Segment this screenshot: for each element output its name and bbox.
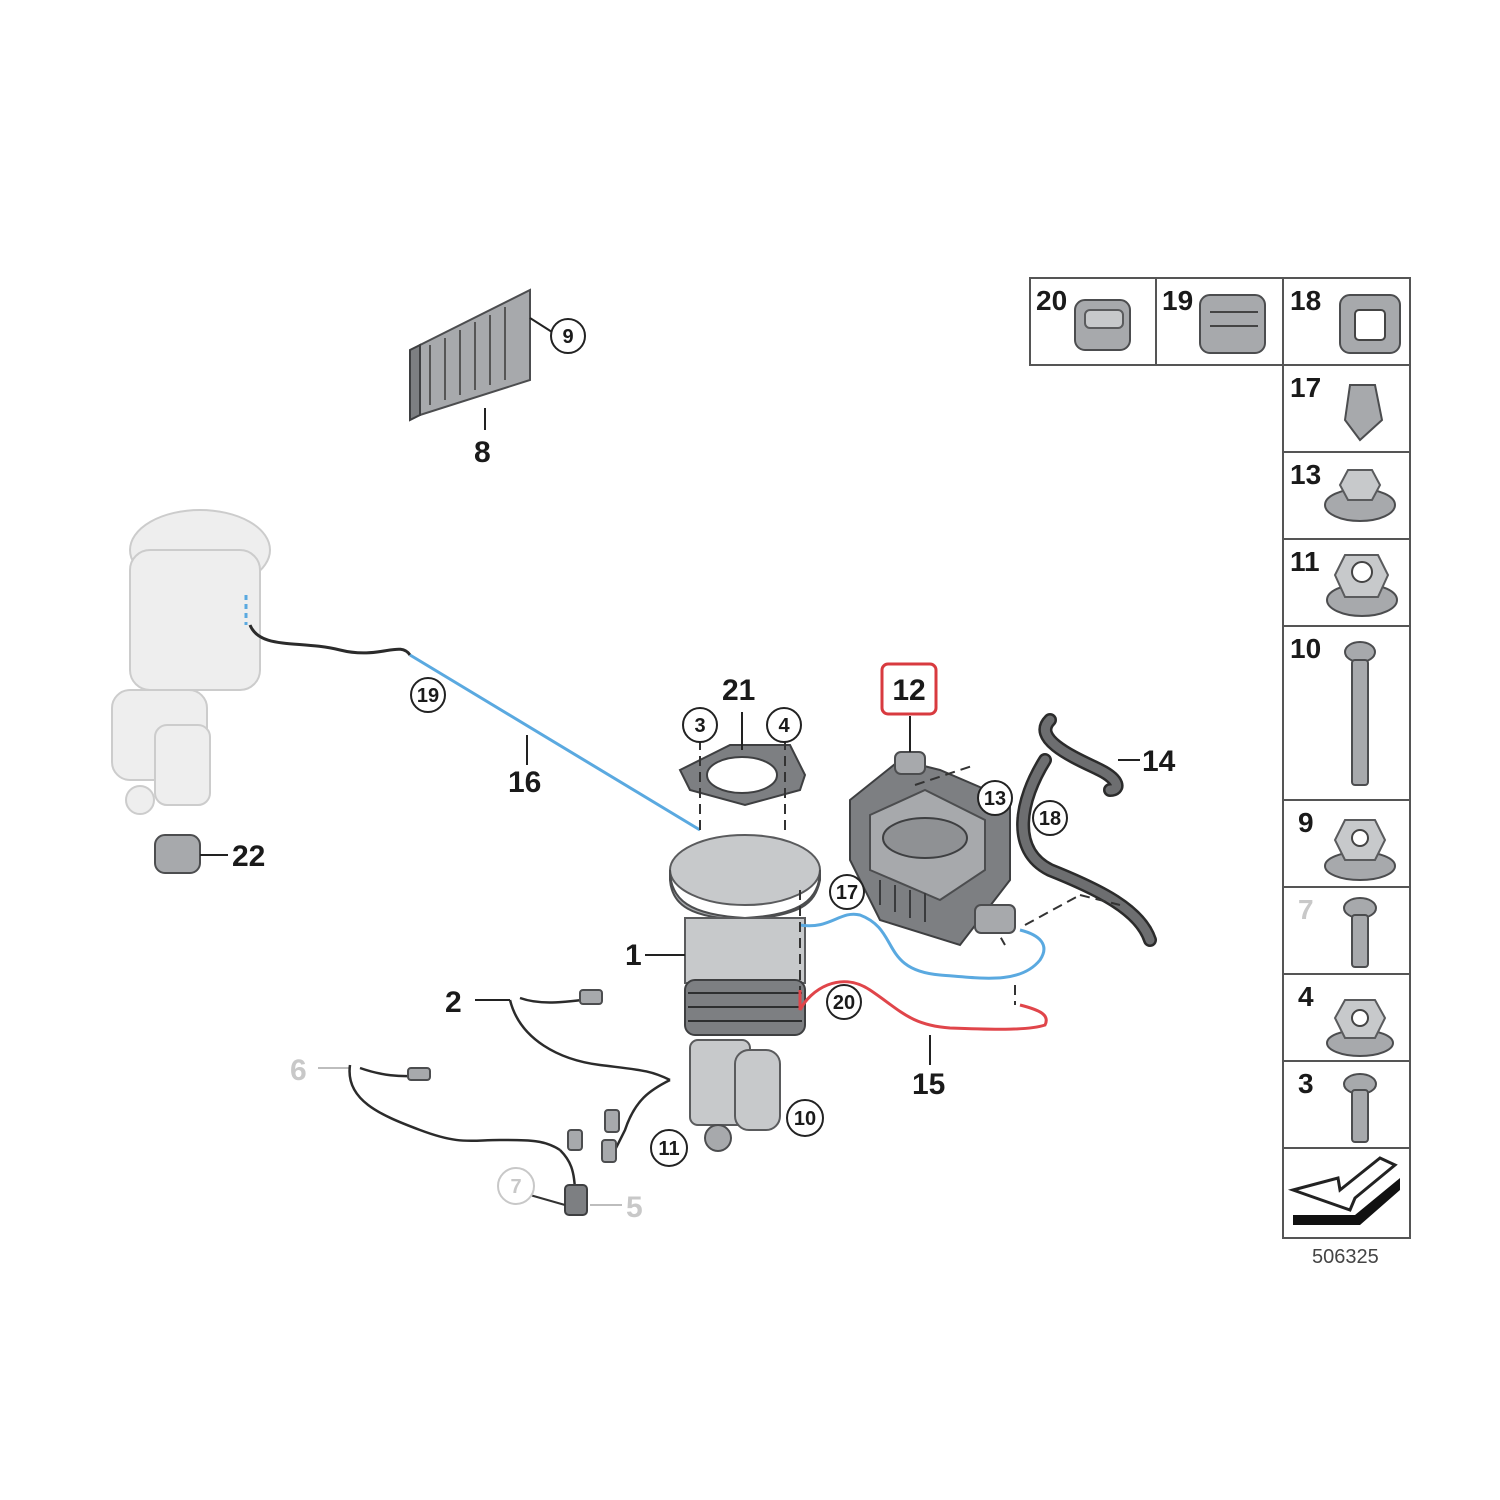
air-spring-part-1 [645,834,821,1152]
callout-20-circle [826,984,862,1020]
callout-7-circle [497,1167,535,1205]
callout-19-left: 19 [417,685,439,707]
ghost-air-spring [111,509,271,815]
callout-19-circle-left [410,677,446,713]
callout-7: 7 [510,1176,521,1198]
callout-17-circle [829,874,865,910]
line-16-blue-section [409,653,701,832]
callout-18-diagram: 18 [1039,808,1061,830]
callout-4-circle [766,707,802,743]
nut-11-icon [1326,554,1398,617]
callout-5: 5 [626,1191,643,1224]
legend-label-10: 10 [1290,633,1321,664]
nut-4-icon [1326,999,1394,1057]
clip-18-icon [1339,294,1401,354]
callout-13-circle [977,780,1013,816]
bolt-7-icon [1343,897,1377,968]
legend-label-17: 17 [1290,372,1321,403]
nut-9-icon [1324,819,1396,881]
callout-11-circle [650,1129,688,1167]
control-module-part-8 [409,288,553,430]
sensor-cable-part-6 [318,1064,622,1216]
callout-12: 12 [892,674,925,707]
callout-14: 14 [1142,745,1176,778]
callout-18-circle [1032,800,1068,836]
clamp-part-22 [154,834,228,874]
legend-label-20: 20 [1036,285,1067,316]
callout-9: 9 [562,326,573,348]
legend-label-9: 9 [1298,807,1314,838]
callout-17-diagram: 17 [836,882,858,904]
clip-20-icon [1074,299,1131,351]
line-15-red-section [798,980,1048,1031]
legend-label-11: 11 [1290,546,1320,577]
hose-part-14 [1016,713,1157,947]
legend-label-4: 4 [1298,981,1314,1012]
clip-17-icon [1343,384,1384,442]
legend-label-18: 18 [1290,285,1321,316]
parts-legend-grid [1029,277,1411,1239]
clip-19-icon [1199,294,1266,354]
callout-10: 10 [794,1108,816,1130]
bolt-3-icon [1343,1073,1377,1143]
callout-11: 11 [658,1138,679,1160]
line-15-blue-section [799,912,1046,980]
nut-13-icon [1324,469,1396,522]
legend-label-19: 19 [1162,285,1193,316]
diagram-reference-number: 506325 [1312,1246,1379,1268]
callout-4: 4 [778,715,790,737]
callout-9-circle [550,318,586,354]
callout-22: 22 [232,840,265,873]
callout-6: 6 [290,1054,307,1087]
sensor-cable-part-2 [475,989,671,1163]
callout-2: 2 [445,986,462,1019]
line-16-dark-section [248,624,412,656]
callout-21: 21 [722,674,755,707]
callout-20-diagram: 20 [833,992,855,1014]
callout-15: 15 [912,1068,945,1101]
callout-16: 16 [508,766,541,799]
legend-label-13: 13 [1290,459,1321,490]
bolt-10-icon [1344,641,1376,786]
legend-label-7: 7 [1298,894,1314,925]
callout-12-highlight-box [880,662,938,716]
legend-label-3: 3 [1298,1068,1314,1099]
gasket-part-21 [678,712,807,830]
callout-13-diagram: 13 [984,788,1006,810]
compressor-unit-part-12 [849,716,1016,947]
callout-8: 8 [474,436,491,469]
callout-3: 3 [694,715,705,737]
callout-3-circle [682,707,718,743]
callout-10-circle [786,1099,824,1137]
direction-arrow-icon [1287,1156,1400,1225]
callout-1: 1 [625,939,642,972]
